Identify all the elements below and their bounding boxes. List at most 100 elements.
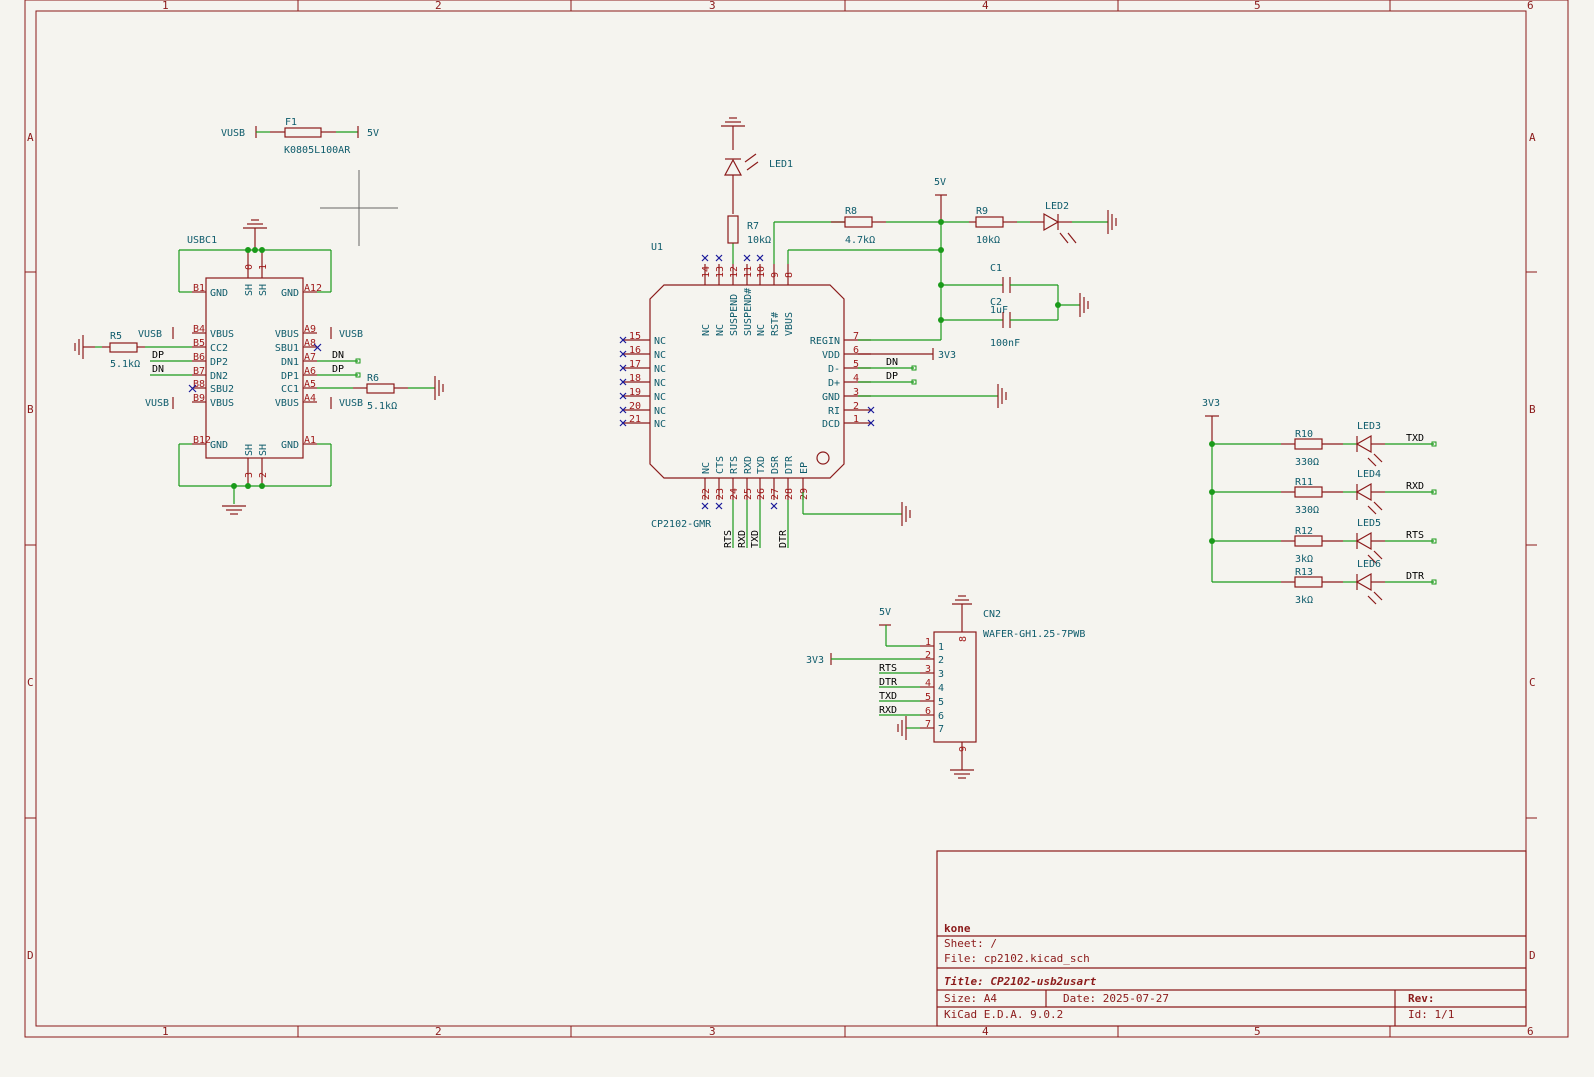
- cn2-net-label: DTR: [879, 677, 898, 688]
- c1-ref: C1: [990, 263, 1002, 274]
- led1-ref: LED1: [769, 159, 793, 170]
- usb-pin-number: 1: [258, 264, 269, 270]
- u1-pin-number: 17: [629, 359, 641, 370]
- cn2-net-label: TXD: [879, 691, 897, 702]
- u1-ref: U1: [651, 242, 663, 253]
- tool-version: KiCad E.D.A. 9.0.2: [944, 1008, 1063, 1021]
- u1-pin-name: RXD: [743, 456, 754, 474]
- column-marker: 4: [982, 1025, 989, 1038]
- u1-pin-number: 9: [770, 272, 781, 278]
- u1-dp-label: DP: [886, 371, 898, 382]
- status-net-label: RXD: [1406, 481, 1424, 492]
- u1-pin-number: 1: [853, 414, 859, 425]
- status-resistor-value: 330Ω: [1295, 457, 1319, 468]
- u1-pin-name: DCD: [822, 419, 840, 430]
- status-led-group[interactable]: 3V3 R10330ΩLED3TXDR11330ΩLED4RXDR123kΩLE…: [1202, 398, 1437, 606]
- usb-pin-name: DN1: [281, 357, 299, 368]
- ic-u1-cp2102[interactable]: U1 CP2102-GMR 14NC13NC12SUSPEND11SUSPEND…: [619, 221, 1007, 548]
- usb-dn-label: DN: [332, 350, 344, 361]
- resistor-r7[interactable]: R7 10kΩ: [727, 215, 771, 246]
- pwr-5v-label: 5V: [934, 177, 946, 188]
- fuse-f1[interactable]: VUSB 5V F1 K0805L100AR: [221, 117, 379, 156]
- resistor-r6[interactable]: R6 5.1kΩ: [317, 373, 444, 412]
- resistor-r9[interactable]: R9 10kΩ: [969, 206, 1030, 246]
- u1-pin-number: 2: [853, 401, 859, 412]
- column-marker: 3: [709, 0, 716, 12]
- usb-pin-number: A1: [304, 435, 316, 446]
- usb-pin-name: GND: [281, 440, 299, 451]
- u1-pin-number: 18: [629, 373, 641, 384]
- usb-pin-number: A12: [304, 283, 322, 294]
- usb-pin-number: A6: [304, 366, 316, 377]
- status-resistor-ref: R13: [1295, 567, 1313, 578]
- capacitor-c1[interactable]: C1 1uF: [941, 263, 1059, 320]
- cn2-shield-pin: 8: [958, 636, 969, 642]
- cn2-pin-name: 1: [938, 642, 944, 653]
- u1-pin-name: DSR: [770, 455, 781, 474]
- u1-pin-name: RI: [828, 406, 840, 417]
- row-marker: B: [27, 403, 34, 416]
- cn2-net-label: RXD: [879, 705, 897, 716]
- fuse-value: K0805L100AR: [284, 145, 351, 156]
- cn2-pin-name: 4: [938, 683, 944, 694]
- u1-pin-name: NC: [701, 462, 712, 474]
- gnd-symbol: [74, 335, 95, 359]
- usb-pin-number: A9: [304, 324, 316, 335]
- u1-pin-name: D+: [828, 378, 840, 389]
- status-led-ref: LED3: [1357, 421, 1381, 432]
- resistor-r5[interactable]: R5 5.1kΩ: [74, 331, 192, 370]
- usb-pin-name: CC2: [210, 343, 228, 354]
- u1-pin-number: 11: [743, 266, 754, 278]
- gnd-symbol: [1079, 293, 1089, 317]
- u1-pin-number: 22: [701, 488, 712, 500]
- c2-ref: C2: [990, 297, 1002, 308]
- usb-pin-name: CC1: [281, 384, 299, 395]
- u1-pin-name: NC: [654, 392, 666, 403]
- capacitor-c2[interactable]: C2 100nF: [941, 293, 1089, 349]
- usb-pin-number: A4: [304, 393, 316, 404]
- r9-value: 10kΩ: [976, 235, 1000, 246]
- row-marker: D: [27, 949, 34, 962]
- cn2-value: WAFER-GH1.25-7PWB: [983, 629, 1085, 640]
- gnd-symbol: [897, 716, 907, 740]
- column-marker: 2: [435, 0, 442, 12]
- fuse-net-vusb: VUSB: [221, 128, 245, 139]
- led-led2[interactable]: LED2: [1030, 201, 1117, 244]
- u1-pin-number: 19: [629, 387, 641, 398]
- usb-pin-name: VBUS: [275, 329, 299, 340]
- gnd-symbol: [997, 384, 1007, 408]
- column-marker: 6: [1527, 1025, 1534, 1038]
- column-marker: 5: [1254, 0, 1261, 12]
- r6-ref: R6: [367, 373, 379, 384]
- usb-pin-number: A7: [304, 352, 316, 363]
- power-5v: 5V: [934, 177, 947, 340]
- c2-value: 100nF: [990, 338, 1020, 349]
- usb-dp-label: DP: [332, 364, 344, 375]
- resistor-r8[interactable]: R8 4.7kΩ: [831, 206, 969, 246]
- status-resistor-value: 3kΩ: [1295, 554, 1313, 565]
- cn2-pin-number: 2: [925, 650, 931, 661]
- u1-pin-number: 3: [853, 387, 859, 398]
- u1-pin-number: 16: [629, 345, 641, 356]
- led-led1[interactable]: LED1: [721, 117, 793, 214]
- u1-net-label: RXD: [737, 530, 748, 548]
- usb-pin-name: SH: [244, 284, 255, 296]
- r7-ref: R7: [747, 221, 759, 232]
- cn2-shield-pin: 9: [958, 746, 969, 752]
- row-marker: A: [1529, 131, 1536, 144]
- u1-pin-name: CTS: [715, 456, 726, 474]
- c1-value: 1uF: [990, 305, 1008, 316]
- gnd-symbol: [243, 219, 267, 250]
- status-net-label: DTR: [1406, 571, 1425, 582]
- status-resistor-ref: R11: [1295, 477, 1313, 488]
- r7-value: 10kΩ: [747, 235, 771, 246]
- u1-pin-name: NC: [654, 364, 666, 375]
- u1-pin-number: 5: [853, 359, 859, 370]
- u1-pin-name: SUSPEND#: [743, 288, 754, 336]
